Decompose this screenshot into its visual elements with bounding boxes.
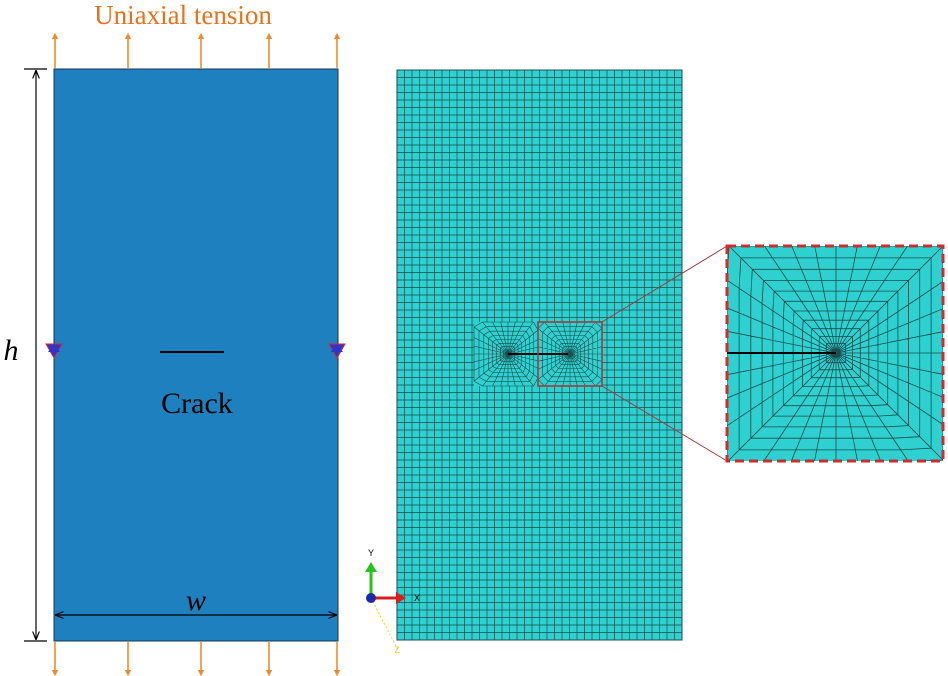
load-title: Uniaxial tension <box>94 0 272 30</box>
triad-x-label: X <box>414 593 420 603</box>
bottom-load-arrows <box>51 642 341 676</box>
mesh-lines <box>397 70 682 640</box>
left-support <box>45 343 63 360</box>
coordinate-triad: Y X Z <box>365 548 420 655</box>
zoom-connector-top <box>601 245 728 323</box>
zoom-connector-bottom <box>601 385 728 462</box>
height-label: h <box>4 334 19 367</box>
load-panel: Uniaxial tension h w Crack <box>4 0 346 676</box>
crack-label: Crack <box>161 387 233 420</box>
mesh-panel: Y X Z <box>365 69 728 655</box>
zoom-panel <box>725 244 945 463</box>
right-support <box>328 343 346 360</box>
width-label: w <box>186 584 206 617</box>
top-load-arrows <box>51 32 341 68</box>
triad-y-label: Y <box>368 548 374 558</box>
detail-box <box>537 321 603 387</box>
zoom-border <box>725 244 945 463</box>
triad-origin <box>366 593 376 603</box>
mesh-grid <box>397 70 682 640</box>
height-dimension <box>24 68 47 642</box>
triad-z-label: Z <box>394 645 400 655</box>
plate <box>53 68 339 642</box>
